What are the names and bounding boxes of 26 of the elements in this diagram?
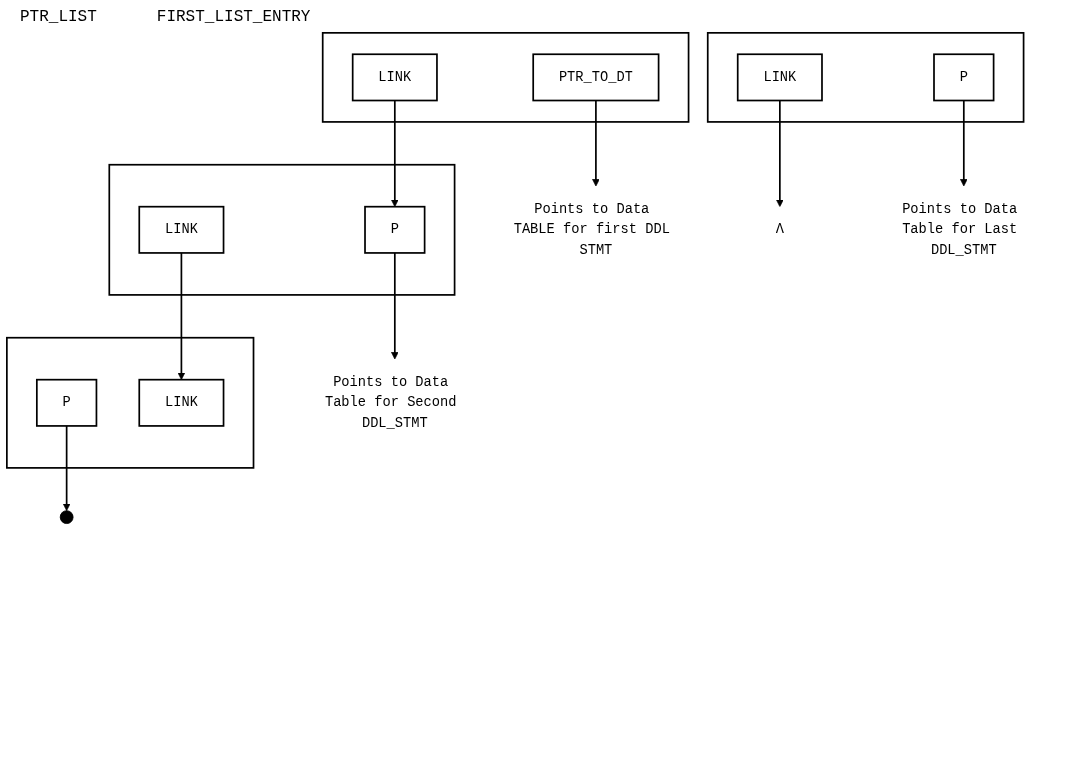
arrow — [776, 99, 784, 208]
arrow — [391, 99, 399, 208]
arrow — [62, 425, 71, 512]
cluster — [706, 32, 1025, 123]
arrow — [592, 99, 600, 187]
node-box: P — [36, 378, 98, 427]
arrow — [391, 252, 399, 360]
node-box: LINK — [736, 53, 823, 102]
arrow — [177, 252, 186, 381]
node-box: P — [933, 53, 995, 102]
node-box: LINK — [138, 205, 225, 254]
diagram-label: PTR_LIST — [20, 8, 97, 26]
node-box: LINK — [351, 53, 438, 102]
cluster — [6, 336, 255, 469]
node-text: Points to Data Table for Last DDL_STMT — [902, 201, 1018, 259]
cluster — [321, 32, 690, 123]
node-text: Λ — [775, 222, 784, 238]
cluster — [108, 163, 456, 296]
node-box: PTR_TO_DT — [532, 53, 660, 102]
node-box: LINK — [138, 378, 225, 427]
arrow — [960, 99, 968, 187]
node-text: Points to Data TABLE for first DDL STMT — [513, 201, 670, 259]
node-box: P — [364, 205, 426, 254]
node-text: Points to Data Table for Second DDL_STMT — [324, 374, 457, 432]
diagram-label: FIRST_LIST_ENTRY — [156, 8, 311, 26]
node-circle — [59, 510, 74, 524]
